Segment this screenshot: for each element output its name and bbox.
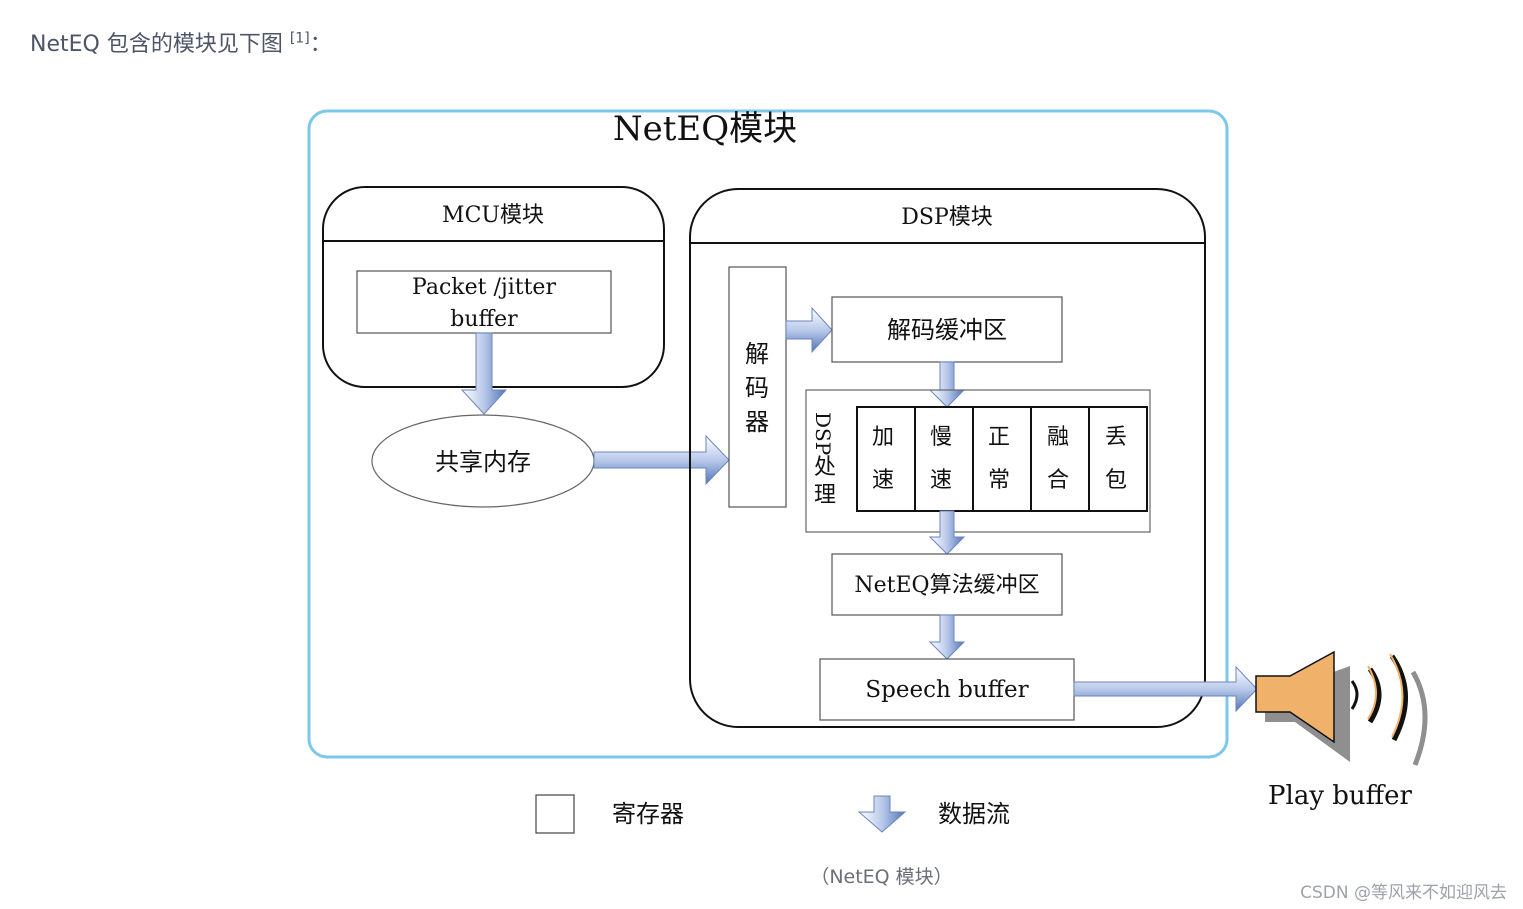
dsp-processing-char-2: 理 (814, 483, 836, 508)
arrow-ops-to-algo (928, 510, 966, 555)
legend-register-label: 寄存器 (612, 800, 684, 828)
op-slow-bottom: 速 (930, 468, 952, 493)
dsp-processing-char-1: 处 (814, 455, 836, 480)
op-merge-bottom: 合 (1047, 468, 1069, 493)
speech-buffer-box (819, 658, 1075, 721)
arrow-memory-to-decoder (593, 434, 730, 486)
legend-dataflow-arrow (857, 795, 907, 833)
reference-link[interactable]: [1] (289, 30, 310, 47)
dsp-title: DSP模块 (901, 205, 993, 230)
decoder-char-1: 解 (745, 340, 769, 368)
mcu-title: MCU模块 (442, 203, 544, 228)
decoder-box (728, 266, 787, 508)
op-cell-accelerate (856, 406, 916, 512)
algo-buffer-label: NetEQ算法缓冲区 (854, 573, 1039, 598)
op-cell-merge (1030, 406, 1090, 512)
packet-jitter-buffer (356, 270, 612, 334)
decoder-char-3: 器 (745, 408, 769, 436)
arrow-speech-to-speaker (1073, 665, 1258, 713)
arrow-decoder-to-buffer (785, 306, 833, 354)
arrow-buffer-to-ops (928, 361, 966, 408)
op-normal-top: 正 (988, 425, 1010, 450)
arrow-algo-to-speech (928, 614, 966, 660)
op-cell-loss (1088, 406, 1148, 512)
figure-caption: （NetEQ 模块） (810, 866, 953, 888)
dsp-processing-dsp: DSP (811, 412, 835, 455)
decode-buffer-box (831, 296, 1063, 363)
op-normal-bottom: 常 (988, 468, 1010, 493)
intro-text: NetEQ 包含的模块见下图 [1]： (30, 26, 332, 58)
speech-buffer-label: Speech buffer (865, 677, 1028, 703)
legend-register-swatch (535, 794, 575, 834)
dsp-processing-frame (805, 389, 1151, 533)
op-loss-top: 丢 (1105, 425, 1127, 450)
intro-suffix: ： (309, 32, 332, 57)
op-loss-bottom: 包 (1105, 468, 1127, 493)
op-merge-top: 融 (1047, 425, 1069, 450)
mcu-module-box (322, 186, 665, 388)
neteq-module-box (307, 109, 1229, 759)
watermark: CSDN @等风来不如迎风去 (1300, 883, 1507, 903)
arrow-buffer-to-memory (460, 332, 508, 415)
op-slow-top: 慢 (930, 425, 952, 450)
op-accelerate-bottom: 速 (872, 468, 894, 493)
algo-buffer-box (831, 553, 1063, 616)
play-buffer-label: Play buffer (1268, 781, 1413, 811)
speaker-icon (1255, 650, 1428, 766)
dsp-ops-group: 加 速 慢 速 正 常 融 合 丢 包 (856, 406, 1148, 512)
shared-memory-label: 共享内存 (435, 448, 531, 476)
op-cell-slow (914, 406, 974, 512)
decode-buffer-label: 解码缓冲区 (887, 316, 1007, 344)
op-cell-normal (972, 406, 1032, 512)
packet-jitter-line2: buffer (450, 307, 518, 332)
intro-main: NetEQ 包含的模块见下图 (30, 32, 283, 57)
decoder-char-2: 码 (745, 374, 769, 402)
legend-dataflow-label: 数据流 (938, 800, 1010, 828)
op-accelerate-top: 加 (872, 425, 894, 450)
neteq-title: NetEQ模块 (613, 109, 797, 149)
packet-jitter-line1: Packet /jitter (412, 275, 556, 300)
dsp-module-box (689, 188, 1206, 728)
